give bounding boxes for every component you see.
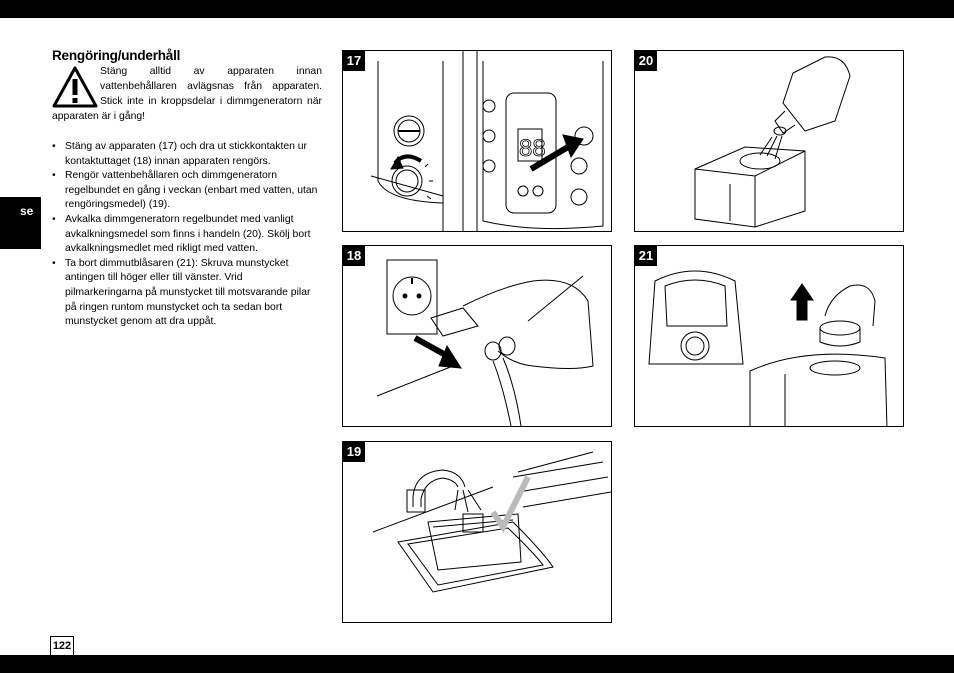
warning-text: Stäng alltid av apparaten innan vattenbe… <box>52 66 322 122</box>
figure-17-illustration: 88 <box>370 51 604 231</box>
language-tab: se <box>0 197 41 249</box>
figure-19-label: 19 <box>343 442 365 462</box>
list-item: Ta bort dimmutblåsaren (21): Skruva muns… <box>52 257 322 330</box>
figure-20-label: 20 <box>635 51 657 71</box>
figure-19-illustration <box>372 451 611 593</box>
instruction-list: Stäng av apparaten (17) och dra ut stick… <box>52 140 322 330</box>
page-number: 122 <box>50 636 74 655</box>
figure-18-illustration <box>376 259 594 426</box>
section-title: Rengöring/underhåll <box>52 48 181 63</box>
display-digits: 88 <box>519 135 546 162</box>
figure-21-illustration <box>648 270 888 426</box>
figure-21-label: 21 <box>635 246 657 266</box>
figure-18-label: 18 <box>343 246 365 266</box>
list-item: Stäng av apparaten (17) och dra ut stick… <box>52 140 322 169</box>
top-bar <box>0 0 954 18</box>
figure-19: 19 <box>342 441 612 623</box>
figure-20-illustration <box>694 56 851 228</box>
figure-20: 20 <box>634 50 904 232</box>
figure-21: 21 <box>634 245 904 427</box>
warning-triangle-icon <box>52 66 98 108</box>
list-item: Rengör vattenbehållaren och dimmgenerato… <box>52 169 322 213</box>
warning-block: Stäng alltid av apparaten innan vattenbe… <box>52 64 322 124</box>
figure-17: 17 88 <box>342 50 612 232</box>
list-item: Avkalka dimmgeneratorn regelbundet med v… <box>52 213 322 257</box>
figure-18: 18 <box>342 245 612 427</box>
cleaning-section: Rengöring/underhåll Stäng alltid av appa… <box>52 48 322 330</box>
language-tab-label: se <box>20 204 34 218</box>
figure-17-label: 17 <box>343 51 365 71</box>
bottom-bar <box>0 655 954 673</box>
